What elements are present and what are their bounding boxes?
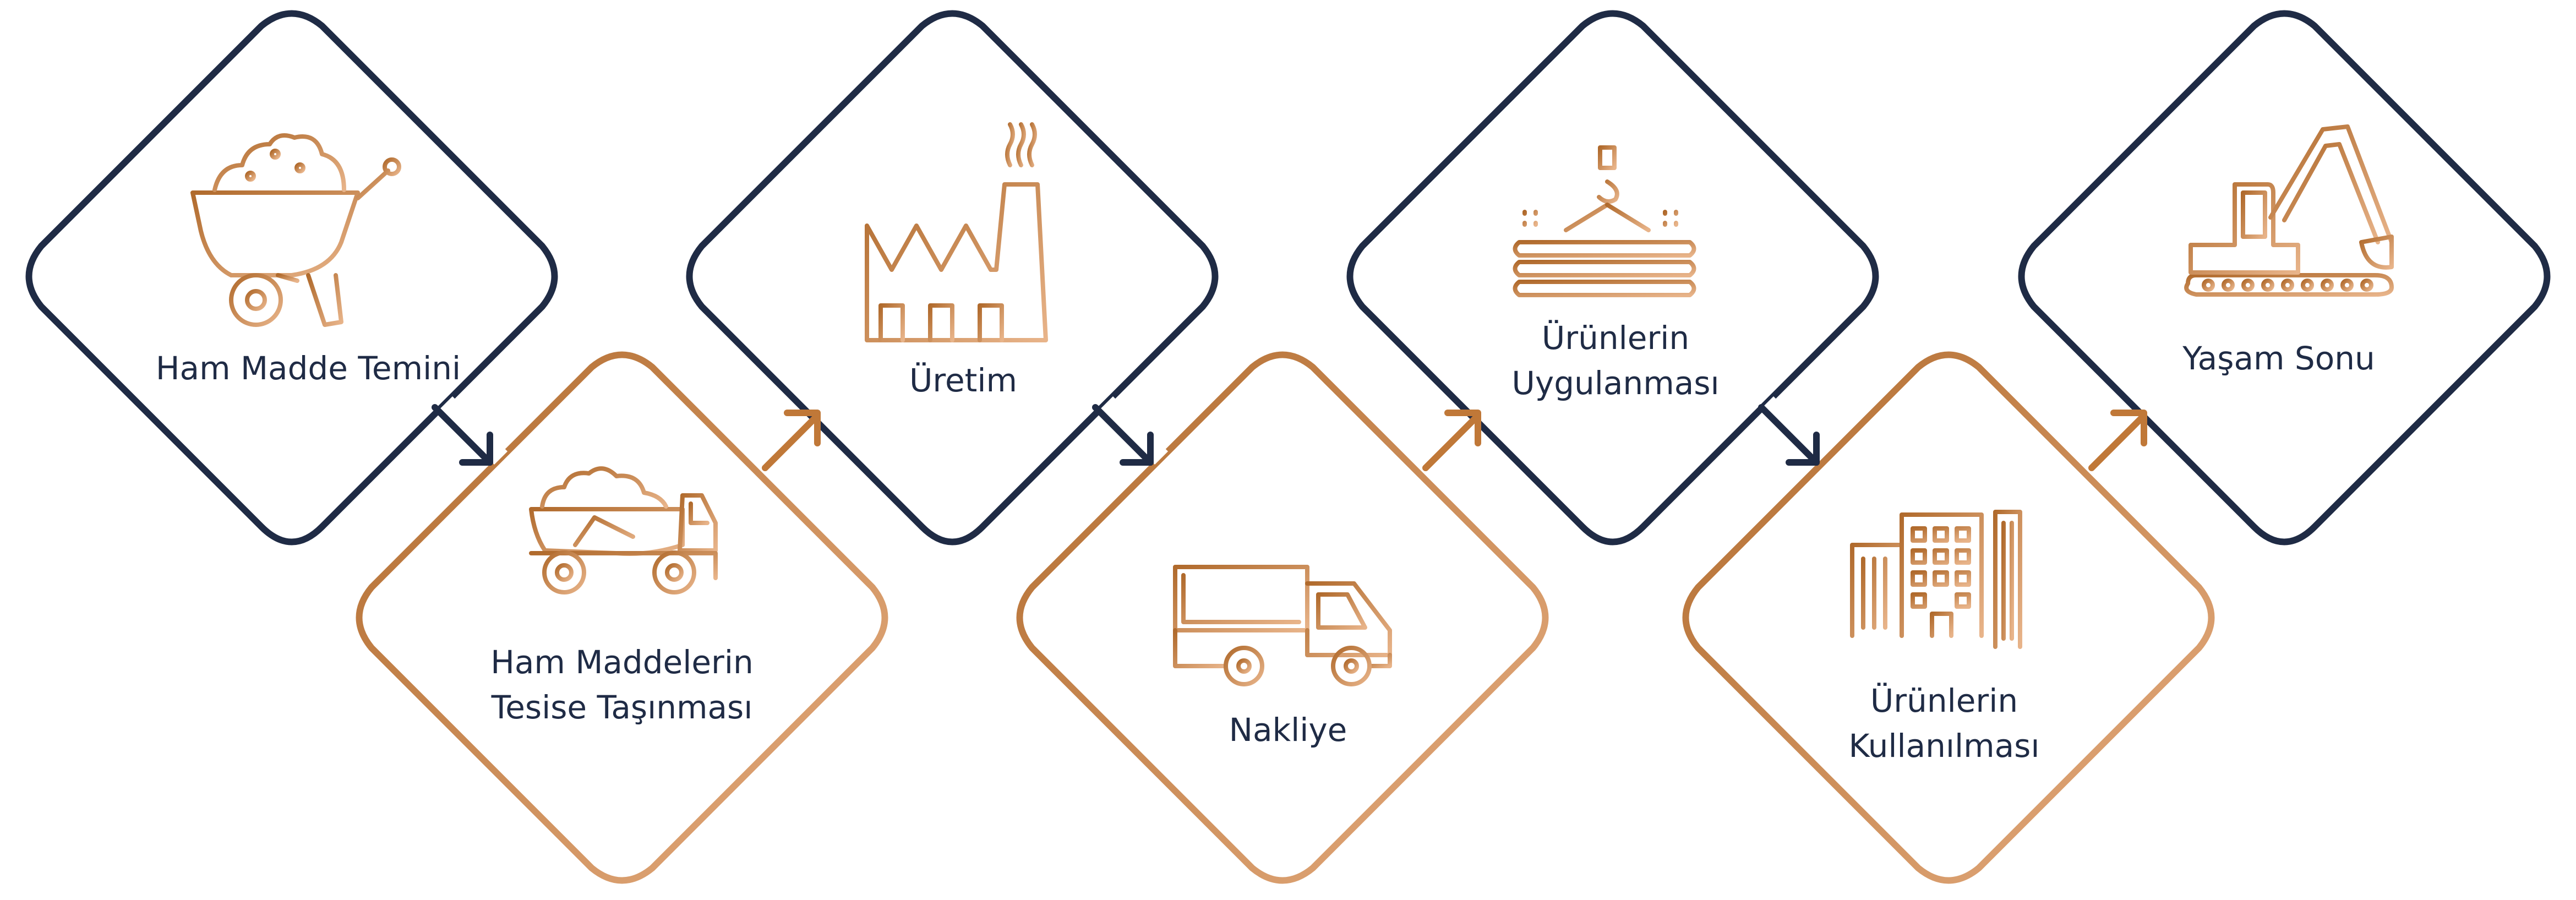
step-7-label: Yaşam Sonu bbox=[2182, 336, 2375, 381]
step-1-label-line1: Ham Madde Temini bbox=[155, 350, 461, 387]
arrow-2-to-3 bbox=[762, 410, 821, 471]
arrow-1-to-2 bbox=[432, 404, 493, 466]
crane-hook-icon bbox=[1513, 123, 1696, 297]
step-5-label: Ürünlerin Uygulanması bbox=[1511, 315, 1719, 406]
buildings-icon bbox=[1850, 510, 2022, 660]
step-5-diamond bbox=[1346, 10, 1879, 546]
step-6-label-line2: Kullanılması bbox=[1848, 727, 2040, 765]
step-7-label-line1: Yaşam Sonu bbox=[2182, 340, 2375, 377]
step-3-diamond bbox=[686, 10, 1219, 546]
step-2-label: Ham Maddelerin Tesise Taşınması bbox=[490, 640, 754, 730]
step-2-diamond bbox=[356, 351, 888, 884]
arrow-6-to-7 bbox=[2088, 410, 2147, 471]
delivery-truck-icon bbox=[1173, 565, 1392, 686]
arrow-5-to-6 bbox=[1758, 404, 1820, 466]
step-6-label: Ürünlerin Kullanılması bbox=[1848, 678, 2039, 768]
step-6-diamond bbox=[1682, 351, 2215, 884]
step-1-label: Ham Madde Temini bbox=[156, 346, 461, 391]
factory-icon bbox=[856, 122, 1056, 342]
step-3-label-line1: Üretim bbox=[909, 362, 1018, 399]
step-7-diamond bbox=[2018, 10, 2551, 546]
step-2-label-line1: Ham Maddelerin bbox=[490, 643, 754, 681]
step-4-label: Nakliye bbox=[1229, 707, 1347, 752]
arrow-4-to-5 bbox=[1422, 410, 1481, 471]
step-6-label-line1: Ürünlerin bbox=[1870, 682, 2018, 719]
step-2-label-line2: Tesise Taşınması bbox=[491, 689, 753, 726]
step-5-label-line1: Ürünlerin bbox=[1541, 319, 1690, 357]
step-4-diamond bbox=[1016, 351, 1549, 884]
step-3-label: Üretim bbox=[909, 358, 1017, 403]
step-5-label-line2: Uygulanması bbox=[1511, 364, 1720, 402]
step-4-label-line1: Nakliye bbox=[1229, 711, 1347, 749]
excavator-icon bbox=[2184, 124, 2394, 310]
wheelbarrow-icon bbox=[190, 133, 401, 327]
arrow-3-to-4 bbox=[1092, 404, 1154, 466]
step-1-diamond bbox=[25, 10, 558, 546]
dump-truck-icon bbox=[529, 466, 721, 594]
